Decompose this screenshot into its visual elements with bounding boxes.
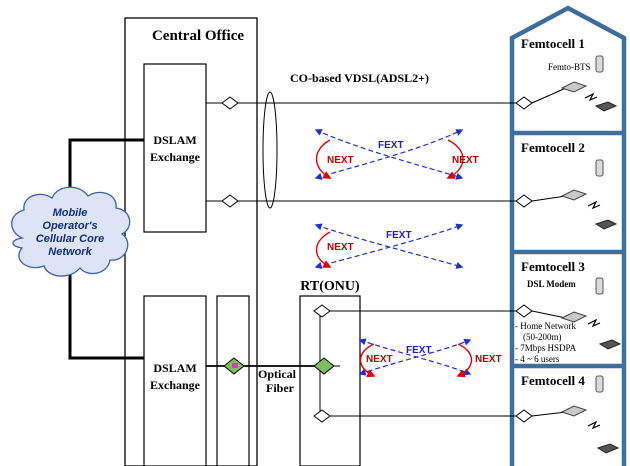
note-hsdpa: - 7Mbps HSDPA [515, 343, 577, 353]
femtocell-4-devices [531, 375, 620, 454]
femtocell-3-devices: DSL Modem - Home Network (50-200m) - 7Mb… [515, 277, 622, 364]
fiber-label-2: Fiber [266, 381, 295, 395]
core-link-bottom [68, 268, 144, 360]
laptop-icon [594, 219, 618, 230]
next-label: NEXT [452, 155, 479, 166]
next-label: NEXT [327, 155, 354, 166]
fext-arrow [314, 129, 464, 180]
dslam-top: DSLAM Exchange [143, 63, 207, 233]
note-range: (50-200m) [523, 332, 562, 342]
house-outline [509, 5, 627, 466]
femto-bts-icon [560, 81, 588, 93]
next-label: NEXT [366, 354, 393, 365]
connector [531, 87, 567, 104]
femto-bts-icon [560, 311, 588, 323]
lightning-bolt-icon [587, 420, 601, 430]
femto-bts-label: Femto-BTS [548, 62, 591, 72]
optical-frame-box [216, 295, 250, 466]
modem-icon [515, 304, 533, 318]
modem-icon [515, 409, 533, 423]
cloud-shape [11, 186, 131, 277]
connector [531, 310, 567, 319]
modem-icon [515, 194, 533, 208]
lightning-bolt-icon [584, 92, 598, 102]
dsl-modem-label: DSL Modem [527, 279, 576, 289]
optical-port-icon [232, 363, 238, 368]
modem-icon [515, 96, 533, 110]
cable-bundle [262, 91, 278, 209]
cloud-line-3: Cellular Core [36, 233, 104, 245]
crosstalk-group-2: NEXT FEXT [314, 223, 464, 269]
next-label: NEXT [327, 242, 354, 253]
femto-bts-icon [560, 189, 588, 201]
modem-icons [221, 96, 533, 423]
laptop-icon [594, 101, 618, 112]
dslam-bottom-label-1: DSLAM [153, 361, 196, 375]
vdsl-label: CO-based VDSL(ADSL2+) [290, 71, 429, 85]
modem-icon [313, 409, 331, 423]
note-home-network: - Home Network [515, 321, 576, 331]
modem-icon [313, 304, 331, 318]
laptop-icon [596, 443, 620, 454]
femtocell-4-label: Femtocell 4 [521, 373, 585, 388]
femto-bts-icon [560, 405, 588, 417]
lightning-bolt-icon [587, 200, 601, 210]
modem-icon [221, 194, 239, 208]
connector [531, 411, 567, 417]
note-users: - 4 ~ 6 users [515, 354, 560, 364]
dslam-top-box [143, 63, 207, 233]
femtocell-3-label: Femtocell 3 [521, 259, 585, 274]
rt-onu-box [299, 295, 361, 466]
central-office-title: Central Office [152, 28, 244, 44]
femtocell-1-label: Femtocell 1 [521, 36, 585, 51]
next-arrow-right [446, 139, 464, 179]
rt-onu: RT(ONU) [299, 279, 361, 466]
fext-arrow [314, 129, 464, 180]
dslam-bottom-label-2: Exchange [150, 378, 201, 392]
optical-converter-icons [223, 357, 335, 375]
cloud-line-2: Operator's [42, 220, 97, 232]
dslam-bottom-box [143, 295, 207, 466]
mobile-phone-icon [595, 159, 604, 177]
cloud-line-1: Mobile [53, 207, 88, 219]
mobile-phone-icon [595, 55, 604, 73]
dslam-top-label-1: DSLAM [153, 133, 196, 147]
next-arrow-left [359, 343, 376, 378]
lightning-bolt-icon [587, 318, 601, 328]
femtocell-houses [509, 5, 627, 466]
next-arrow-left [315, 139, 332, 179]
fext-label: FEXT [378, 140, 404, 151]
mobile-phone-icon [595, 375, 604, 393]
connector [531, 195, 567, 202]
next-arrow-left [315, 231, 332, 268]
crosstalk-group-3: NEXT NEXT FEXT [358, 338, 502, 378]
laptop-icon [598, 339, 622, 350]
next-label: NEXT [475, 354, 502, 365]
next-arrow-right [456, 343, 473, 378]
femtocell-2-devices [531, 159, 618, 230]
fext-label: FEXT [386, 230, 412, 241]
optical-converter-icon [313, 357, 335, 375]
modem-icon [221, 96, 239, 110]
dslam-top-label-2: Exchange [150, 150, 201, 164]
crosstalk-group-1: NEXT NEXT FEXT [314, 129, 479, 180]
mobile-phone-icon [595, 277, 604, 295]
rt-onu-label: RT(ONU) [300, 279, 360, 294]
femtocell-1-devices: Femto-BTS [531, 55, 618, 112]
core-network-cloud: Mobile Operator's Cellular Core Network [11, 186, 131, 277]
cloud-line-4: Network [48, 246, 92, 258]
fiber-label-1: Optical [258, 367, 297, 381]
fext-label: FEXT [406, 345, 432, 356]
dslam-bottom: DSLAM Exchange [143, 295, 207, 466]
fext-arrow [314, 223, 464, 269]
femtocell-2-label: Femtocell 2 [521, 140, 585, 155]
